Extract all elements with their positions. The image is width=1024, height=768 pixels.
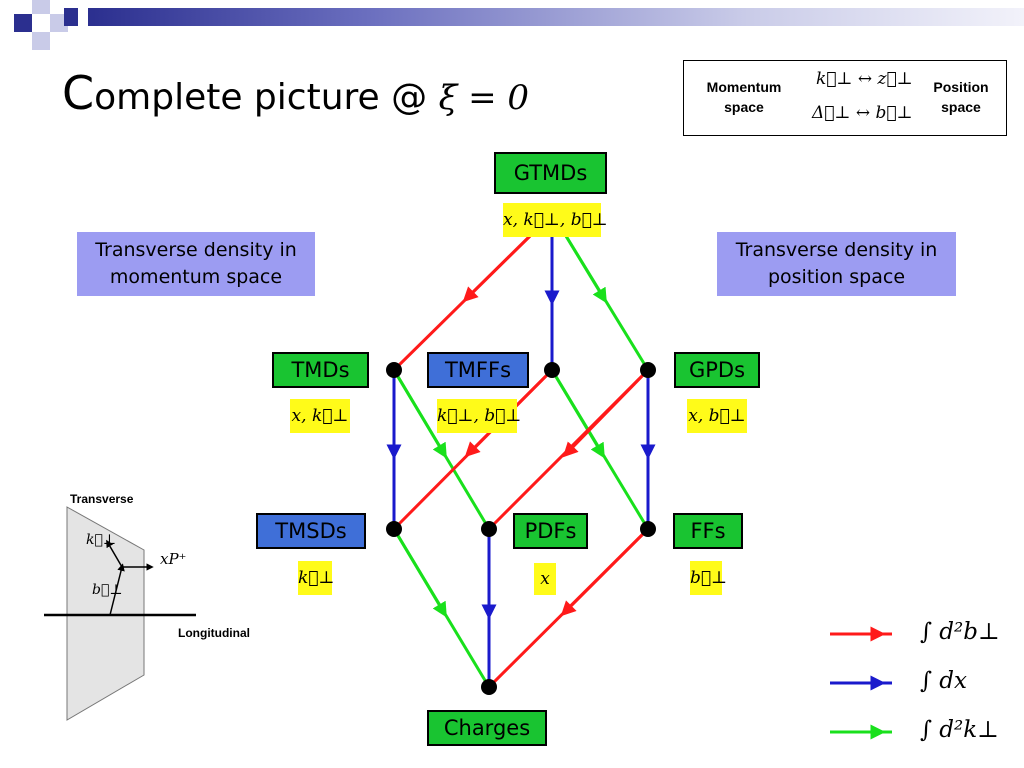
page-title: Complete picture @ ξ = 0 [62,66,529,120]
node-ffs: FFs [673,513,743,549]
vars-gtmds: x, k⃗⊥, b⃗⊥ [503,203,608,237]
transverse-label: Transverse [70,492,134,506]
node-tmsds: TMSDs [256,513,366,549]
legend-red-text: ∫ d²b⊥ [920,619,1000,645]
deco-square [32,0,50,14]
momentum-space-label: Momentum space [706,79,782,115]
vars-ffs: b⃗⊥ [690,561,727,595]
deco-square [14,14,32,32]
vars-gpds: x, b⃗⊥ [687,399,747,433]
edge-arrow [562,368,650,458]
k-perp-label: k⃗⊥ [86,532,117,548]
node-dot [544,362,560,378]
legend-arrows [830,626,892,740]
b-perp-label: b⃗⊥ [92,582,123,598]
edge-arrow [560,527,650,617]
position-space-label: Position space [933,79,989,115]
mapping-line-1: k⃗⊥ ↔ z⃗⊥ [816,69,913,89]
node-charges: Charges [427,710,547,746]
node-dot [640,362,656,378]
top-gradient-bar [88,8,1024,26]
momentum-density-note: Transverse density in momentum space [77,232,315,296]
edge-arrow [564,235,607,304]
legend-green-text: ∫ d²k⊥ [920,717,999,743]
position-density-note: Transverse density in position space [717,232,956,296]
vars-tmffs: k⃗⊥, b⃗⊥ [437,399,521,433]
node-gpds: GPDs [674,352,760,388]
longitudinal-label: Longitudinal [178,626,250,640]
edge-arrow [392,369,447,459]
deco-square [64,8,78,26]
title-initial: C [62,66,95,120]
node-tmds: TMDs [272,352,369,388]
node-pdfs: PDFs [513,513,588,549]
edge-arrow [550,369,605,459]
legend-blue-text: ∫ dx [920,668,967,694]
node-gtmds: GTMDs [494,152,607,194]
node-dot [386,362,402,378]
node-dot [481,679,497,695]
title-text: omplete picture @ [94,77,428,118]
deco-square [32,32,50,50]
vars-tmds: x, k⃗⊥ [290,399,350,433]
node-tmffs: TMFFs [427,352,529,388]
node-dot [481,521,497,537]
node-dot [640,521,656,537]
xp-label: xP⁺ [160,550,187,568]
vars-pdfs: x [534,563,556,595]
node-dot [386,521,402,537]
transverse-plane-sketch [44,506,196,721]
deco-square [50,14,68,32]
title-math: ξ = 0 [438,78,530,118]
mapping-line-2: Δ⃗⊥ ↔ b⃗⊥ [812,103,913,123]
vars-tmsds: k⃗⊥ [298,561,335,595]
edge-arrow [462,234,532,303]
fourier-mapping-box: Momentum space k⃗⊥ ↔ z⃗⊥ Δ⃗⊥ ↔ b⃗⊥ Posit… [683,60,1007,136]
edge-arrow [392,528,447,618]
